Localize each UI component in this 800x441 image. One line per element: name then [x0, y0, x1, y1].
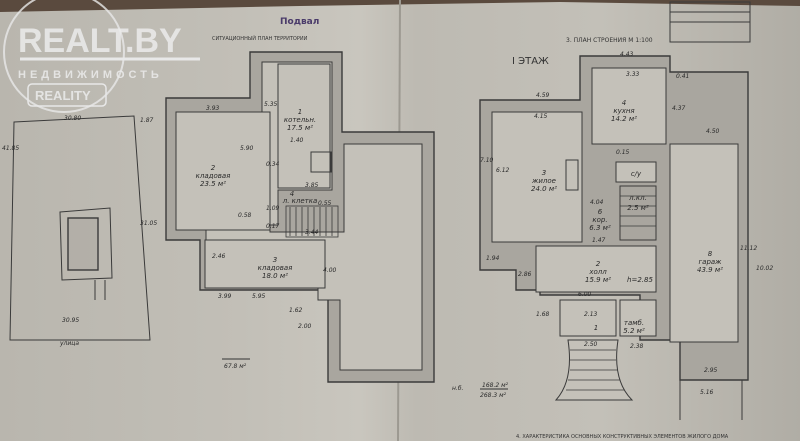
room-name: л.кл. — [628, 194, 647, 202]
dimension: 0.55 — [318, 200, 332, 207]
room-name: жилое — [531, 177, 556, 185]
room-area: 18.0 м² — [262, 272, 288, 280]
dimension: 1.47 — [592, 237, 606, 244]
dimension: 0.58 — [238, 212, 252, 219]
room-area: 5.2 м² — [623, 327, 645, 335]
basement-plan: Подвал СИТУАЦИОННЫЙ ПЛАН ТЕРРИТОРИИ 1 ко… — [165, 17, 435, 383]
dimension: 3.99 — [218, 293, 232, 300]
dimension: 4.00 — [323, 267, 337, 274]
room-number: 8 — [708, 250, 713, 258]
room-area: 24.0 м² — [531, 185, 557, 193]
site-dim: 31.05 — [140, 220, 157, 227]
dimension: 2.86 — [518, 271, 532, 278]
total-area-all: 268.3 м² — [480, 392, 507, 399]
total-area-living: 168.2 м² — [482, 382, 509, 389]
room-name: л. клетка — [282, 197, 318, 205]
room-name: холл — [588, 268, 607, 276]
site-plan: улица 30.80 41.85 31.05 30.95 1.87 — [2, 115, 157, 347]
watermark-subtitle: НЕДВИЖИМОСТЬ — [18, 69, 163, 81]
room-area: 2.5 м² — [627, 204, 649, 212]
footer-note: 4. ХАРАКТЕРИСТИКА ОСНОВНЫХ КОНСТРУКТИВНЫ… — [516, 434, 729, 440]
site-dim: 30.95 — [62, 317, 79, 324]
dimension: 6.12 — [496, 167, 510, 174]
dimension: 0.15 — [616, 149, 630, 156]
room-number: 2 — [211, 164, 216, 172]
area-label: н.б. — [452, 385, 464, 392]
dimension: 2.50 — [584, 341, 598, 348]
room-area: 15.9 м² — [585, 276, 611, 284]
room-number: 6 — [598, 208, 603, 216]
dimension: 4.50 — [706, 128, 720, 135]
dimension: 2.38 — [630, 343, 644, 350]
room-area: 43.9 м² — [697, 266, 723, 274]
room-name: кладовая — [196, 172, 231, 180]
room-area: 14.2 м² — [611, 115, 637, 123]
dimension: 4.37 — [672, 105, 686, 112]
room-number: 3 — [273, 256, 277, 264]
dimension: 1.68 — [536, 311, 550, 318]
room-number: 1 — [298, 108, 302, 116]
dimension: 3.85 — [305, 182, 319, 189]
room-name: котельн. — [284, 116, 316, 124]
dimension: 1.40 — [290, 137, 304, 144]
dimension: 2.00 — [298, 323, 312, 330]
dimension: 5.90 — [240, 145, 254, 152]
dimension: 10.02 — [756, 265, 773, 272]
dimension: 5.35 — [264, 101, 278, 108]
dimension: 0.17 — [266, 223, 280, 230]
site-plan-header: СИТУАЦИОННЫЙ ПЛАН ТЕРРИТОРИИ — [212, 35, 308, 42]
site-dim: 1.87 — [140, 117, 154, 124]
room-name: кор. — [592, 216, 607, 224]
dimension: 3.44 — [305, 229, 319, 236]
dimension: 2.13 — [584, 311, 598, 318]
dimension: 4.43 — [620, 51, 634, 58]
room-name: кухня — [613, 107, 634, 115]
first-floor-title: I ЭТАЖ — [512, 56, 549, 67]
basement-total-area: 67.8 м² — [224, 363, 247, 370]
dimension: 5.16 — [700, 389, 714, 396]
room-height: h=2.85 — [627, 276, 653, 284]
watermark-brand: REALT.BY — [18, 22, 182, 60]
dimension: 1.09 — [266, 205, 280, 212]
dimension: 1.62 — [289, 307, 303, 314]
room-number: 3 — [542, 169, 546, 177]
room-number: 4 — [290, 190, 294, 198]
room-number: 2 — [596, 260, 601, 268]
dimension: 0.41 — [676, 73, 689, 80]
dimension: 1.94 — [486, 255, 500, 262]
plan-caption: 3. ПЛАН СТРОЕНИЯ М 1:100 — [566, 37, 653, 44]
room-area: 23.5 м² — [200, 180, 226, 188]
dimension: 11.12 — [740, 245, 757, 252]
paper-edge — [0, 0, 800, 12]
watermark-badge: REALITY — [35, 88, 91, 103]
basement-title: Подвал — [280, 17, 319, 27]
site-dim: 30.80 — [64, 115, 81, 122]
dimension: 2.95 — [704, 367, 718, 374]
site-street-label: улица — [59, 340, 79, 347]
room-name: гараж — [698, 258, 722, 266]
dimension: 0.34 — [266, 161, 280, 168]
dimension: 7.10 — [480, 157, 494, 164]
dimension: 6.00 — [578, 291, 592, 298]
room-name: кладовая — [258, 264, 293, 272]
realt-watermark: REALT.BY НЕДВИЖИМОСТЬ REALITY — [3, 0, 200, 113]
room-number: 1 — [594, 324, 598, 332]
dimension: 4.59 — [536, 92, 550, 99]
room-name: с/у — [631, 170, 642, 178]
dimension: 3.93 — [206, 105, 220, 112]
first-floor-plan: I ЭТАЖ 3. ПЛАН СТРОЕНИЯ М 1:100 1 тамб. … — [452, 1, 773, 440]
dimension: 2.46 — [212, 253, 226, 260]
room-area: 17.5 м² — [287, 124, 313, 132]
dimension: 5.95 — [252, 293, 266, 300]
dimension: 4.04 — [590, 199, 604, 206]
room-area: 6.3 м² — [589, 224, 611, 232]
dimension: 4.15 — [534, 113, 548, 120]
site-dim: 41.85 — [2, 145, 19, 152]
room-number: 4 — [622, 99, 626, 107]
room-name: тамб. — [624, 319, 644, 327]
dimension: 3.33 — [626, 71, 640, 78]
